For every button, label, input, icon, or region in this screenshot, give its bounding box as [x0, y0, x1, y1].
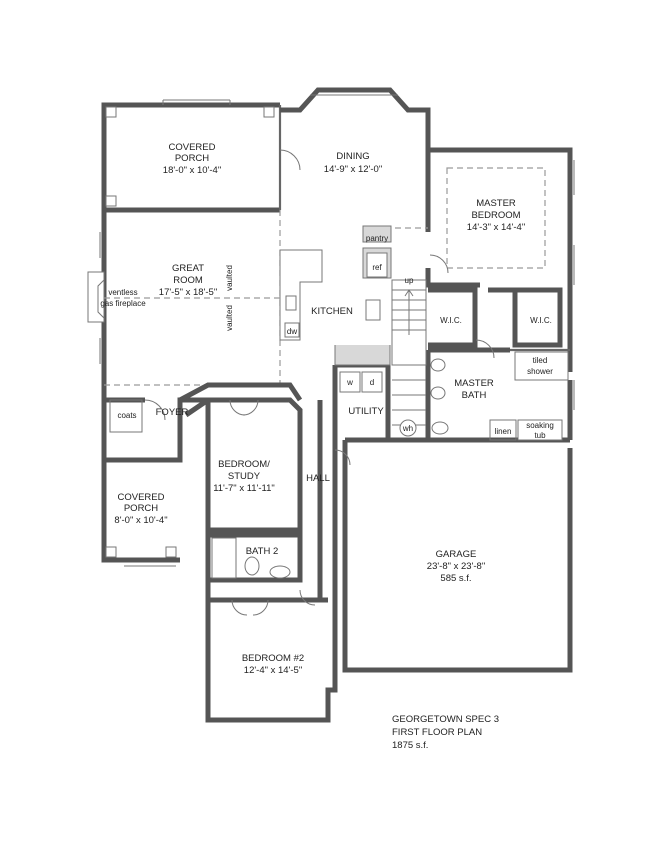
post-icon	[263, 106, 275, 118]
bath2-name: BATH 2	[246, 546, 279, 557]
fireplace	[87, 271, 105, 323]
ref-label: ref	[372, 263, 382, 272]
porch-top-name2: PORCH	[175, 153, 209, 164]
master-ceiling	[446, 167, 546, 269]
title-line3: 1875 s.f.	[392, 740, 428, 751]
porch-front-name2: PORCH	[124, 503, 158, 514]
fireplace-label2: gas fireplace	[100, 299, 146, 308]
shower-label2: shower	[527, 367, 553, 376]
title-line1: GEORGETOWN SPEC 3	[392, 714, 499, 725]
great-name1: GREAT	[172, 263, 204, 274]
kitchen-name: KITCHEN	[311, 306, 353, 317]
linen-label: linen	[495, 427, 512, 436]
garage-name: GARAGE	[436, 549, 477, 560]
up-label: up	[405, 276, 414, 285]
post-icon	[105, 195, 117, 207]
tub-label1: soaking	[526, 421, 554, 430]
garage-dims: 23'-8" x 23'-8"	[427, 561, 485, 572]
foyer-name: FOYER	[156, 407, 189, 418]
dryer-label: d	[370, 378, 374, 387]
washer-label: w	[346, 378, 353, 387]
wic-right-label: W.I.C.	[530, 316, 552, 325]
study-dims: 11'-7" x 11'-11"	[213, 483, 275, 494]
great-dims: 17'-5" x 18'-5"	[159, 287, 217, 298]
master-name1: MASTER	[476, 198, 516, 209]
covered-porch-front	[101, 460, 180, 567]
wic-left-label: W.I.C.	[440, 316, 462, 325]
fixture-labels: pantry ref up dw W.I.C. W.I.C. tiled sho…	[100, 234, 553, 440]
exterior-walls	[101, 87, 573, 723]
master-name2: BEDROOM	[471, 210, 520, 221]
shower-label1: tiled	[533, 356, 548, 365]
title-block: GEORGETOWN SPEC 3 FIRST FLOOR PLAN 1875 …	[392, 714, 499, 751]
water-heater-label: wh	[402, 424, 413, 433]
interior-walls	[101, 150, 570, 603]
study-name2: STUDY	[228, 471, 261, 482]
covered-porch-top	[101, 99, 280, 213]
porch-front-name1: COVERED	[118, 492, 165, 503]
coats-label: coats	[117, 411, 136, 420]
dining-dims: 14'-9" x 12'-0"	[324, 164, 382, 175]
study-name1: BEDROOM/	[218, 459, 270, 470]
master-bath-name1: MASTER	[454, 378, 494, 389]
tub-label2: tub	[534, 431, 546, 440]
post-icon	[165, 546, 177, 558]
vaulted-right-label: vaulted	[225, 265, 234, 291]
great-name2: ROOM	[173, 275, 203, 286]
door-swings	[144, 149, 495, 616]
bedroom2-dims: 12'-4" x 14'-5"	[244, 665, 302, 676]
bedroom2-name: BEDROOM #2	[242, 653, 304, 664]
porch-front-dims: 8'-0" x 10'-4"	[114, 515, 167, 526]
room-labels: COVERED PORCH 18'-0" x 10'-4" DINING 14'…	[114, 142, 525, 676]
title-line2: FIRST FLOOR PLAN	[392, 727, 482, 738]
utility-name: UTILITY	[348, 406, 384, 417]
fireplace-label1: ventless	[108, 288, 137, 297]
pantry-label: pantry	[366, 234, 388, 243]
dining-name: DINING	[336, 151, 369, 162]
porch-top-name1: COVERED	[169, 142, 216, 153]
master-bath-name2: BATH	[462, 390, 487, 401]
stair-arrow-icon	[404, 289, 414, 335]
garage-area: 585 s.f.	[440, 573, 471, 584]
dw-label: dw	[287, 327, 297, 336]
porch-top-dims: 18'-0" x 10'-4"	[163, 165, 221, 176]
master-dims: 14'-3" x 14'-4"	[467, 222, 525, 233]
post-icon	[105, 106, 117, 118]
hall-name: HALL	[306, 473, 330, 484]
post-icon	[105, 546, 117, 558]
vaulted-left-label: vaulted	[225, 305, 234, 331]
